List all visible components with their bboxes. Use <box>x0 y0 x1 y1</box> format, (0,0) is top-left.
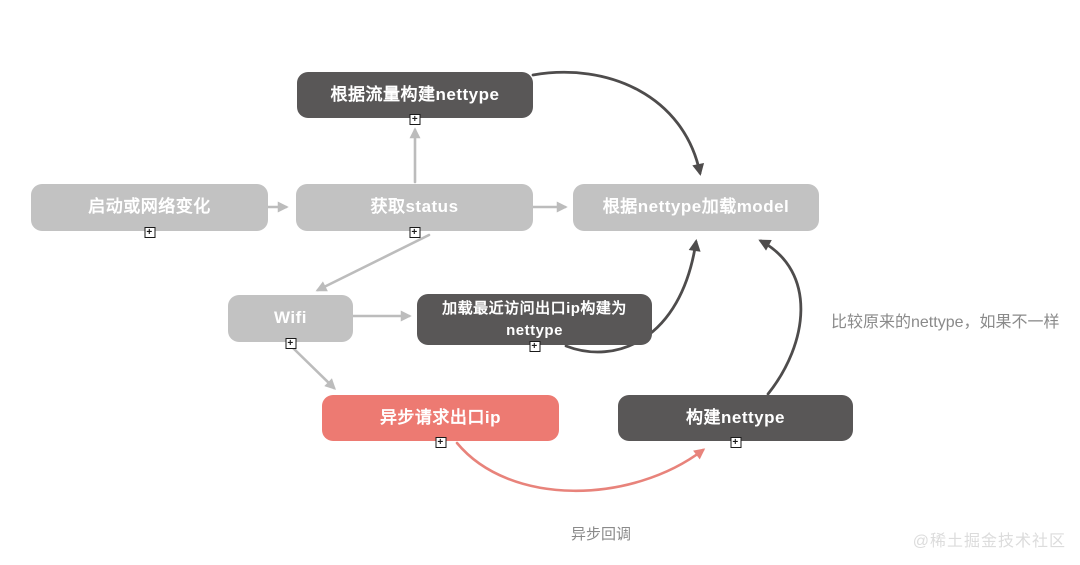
node-label: 根据流量构建nettype <box>330 84 500 104</box>
watermark-text: @稀土掘金技术社区 <box>912 533 1066 550</box>
node-label: 构建nettype <box>686 407 785 427</box>
node-label: 根据nettype加载model <box>602 197 790 217</box>
annotation-compare-nettype: 比较原来的nettype，如果不一样 <box>831 314 1060 331</box>
expand-handle-icon[interactable]: + <box>409 227 420 238</box>
expand-handle-icon[interactable]: + <box>730 437 741 448</box>
connector-getstatus-to-wifi <box>315 233 431 292</box>
connector-wifi-to-async-request <box>290 345 336 390</box>
node-load-recent-exit-ip[interactable]: 加载最近访问出口ip构建为 nettype + <box>417 294 652 352</box>
node-startup-or-network-change[interactable]: 启动或网络变化 + <box>31 184 268 238</box>
node-build-nettype[interactable]: 构建nettype + <box>618 395 853 448</box>
node-load-model-by-nettype[interactable]: 根据nettype加载model <box>573 184 819 231</box>
expand-handle-icon[interactable]: + <box>144 227 155 238</box>
node-label: 异步请求出口ip <box>379 407 502 427</box>
node-wifi[interactable]: Wifi + <box>228 295 353 349</box>
node-label: 获取status <box>370 197 459 217</box>
expand-handle-icon[interactable]: + <box>285 338 296 349</box>
node-get-status[interactable]: 获取status + <box>296 184 533 238</box>
connector-traffic-nettype-to-loadmodel <box>531 70 705 176</box>
annotation-async-callback: 异步回调 <box>571 526 632 543</box>
connector-async-callback <box>455 441 706 493</box>
node-label: 启动或网络变化 <box>88 197 211 217</box>
expand-handle-icon[interactable]: + <box>409 114 421 125</box>
node-label: 加载最近访问出口ip构建为 nettype <box>442 299 627 339</box>
node-async-request-exit-ip[interactable]: 异步请求出口ip + <box>322 395 559 448</box>
connector-build-nettype-to-loadmodel <box>758 239 803 396</box>
expand-handle-icon[interactable]: + <box>529 341 540 352</box>
node-build-nettype-from-traffic[interactable]: 根据流量构建nettype + <box>297 72 533 125</box>
expand-handle-icon[interactable]: + <box>435 437 446 448</box>
node-label: Wifi <box>273 308 307 328</box>
